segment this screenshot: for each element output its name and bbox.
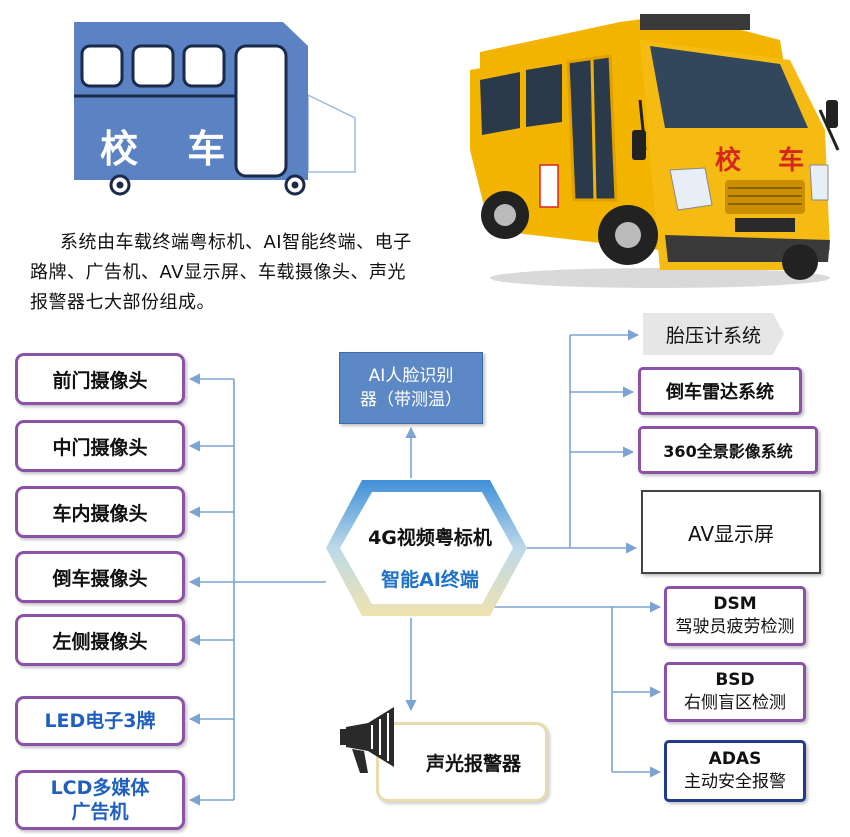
module-front-door-camera[interactable]: 前门摄像头: [15, 353, 185, 405]
module-dsm[interactable]: DSM 驾驶员疲劳检测: [664, 586, 806, 646]
module-middle-door-camera[interactable]: 中门摄像头: [15, 420, 185, 472]
alarm-label: 声光报警器: [425, 752, 521, 775]
module-lcd-line2: 广告机: [71, 801, 129, 823]
hub-title: 4G视频粤标机: [368, 527, 492, 549]
ai-face-line2: 器（带测温）: [360, 390, 462, 410]
dsm-title: DSM: [713, 594, 757, 614]
module-audio-visual-alarm[interactable]: 声光报警器: [376, 722, 548, 802]
module-tire-pressure[interactable]: 胎压计系统: [643, 313, 784, 355]
hub-subtitle: 智能AI终端: [381, 569, 479, 591]
bus-photo-label: 校 车: [715, 146, 819, 176]
module-led-sign[interactable]: LED电子3牌: [15, 696, 185, 746]
ai-face-line1: AI人脸识别: [368, 366, 454, 386]
module-adas[interactable]: ADAS 主动安全报警: [664, 740, 806, 802]
module-reverse-camera[interactable]: 倒车摄像头: [15, 551, 185, 603]
dsm-subtitle: 驾驶员疲劳检测: [675, 617, 795, 637]
adas-title: ADAS: [708, 749, 762, 769]
megaphone-icon: [340, 707, 394, 773]
adas-subtitle: 主动安全报警: [684, 772, 786, 792]
module-360-surround[interactable]: 360全景影像系统: [638, 426, 818, 474]
module-left-side-camera[interactable]: 左侧摄像头: [15, 614, 185, 666]
system-description: 系统由车载终端粤标机、AI智能终端、电子路牌、广告机、AV显示屏、车载摄像头、声…: [30, 232, 412, 313]
bsd-subtitle: 右侧盲区检测: [684, 693, 786, 713]
module-reverse-radar[interactable]: 倒车雷达系统: [638, 367, 802, 415]
module-lcd-ad-player[interactable]: LCD多媒体 广告机: [15, 770, 185, 830]
module-bsd[interactable]: BSD 右侧盲区检测: [664, 662, 806, 722]
module-lcd-line1: LCD多媒体: [50, 777, 150, 799]
module-interior-camera[interactable]: 车内摄像头: [15, 486, 185, 538]
module-ai-face-recognition[interactable]: AI人脸识别 器（带测温）: [339, 352, 483, 424]
bsd-title: BSD: [715, 670, 755, 690]
module-av-display[interactable]: AV显示屏: [641, 490, 821, 574]
bus-icon-label: 校 车: [100, 127, 244, 171]
